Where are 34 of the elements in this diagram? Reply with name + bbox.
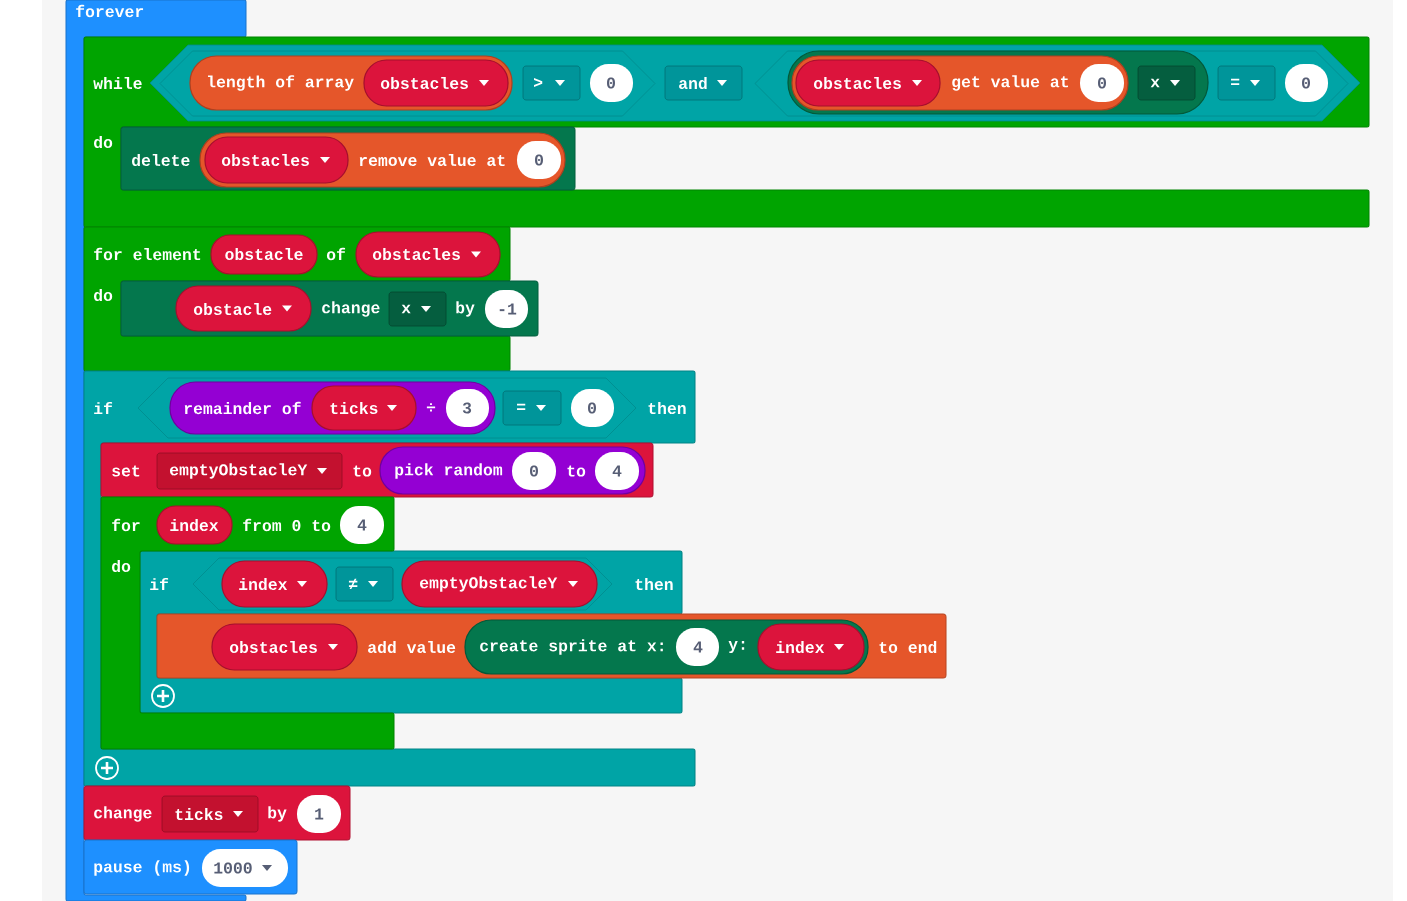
number-field: 0 [517, 141, 561, 179]
number-field: 4 [340, 506, 384, 544]
reporter-block: index [221, 560, 328, 608]
dropdown: = [502, 390, 562, 426]
dropdown: ≠ [335, 566, 394, 602]
number-field: 1 [297, 795, 341, 833]
number-field: 4 [676, 628, 719, 666]
dropdown: > [522, 65, 581, 101]
dropdown: x [388, 291, 447, 327]
number-field: 0 [512, 452, 556, 490]
number-field: 3 [446, 389, 489, 427]
reporter-block: obstacle [210, 234, 318, 275]
number-field: 0 [571, 389, 614, 427]
reporter-block: obstacles [363, 59, 509, 107]
number-field: 4 [595, 452, 639, 490]
dropdown: = [1217, 65, 1276, 101]
number-field: 1000 [202, 849, 288, 887]
reporter-block: obstacles [355, 231, 501, 278]
reporter-block: index [757, 623, 865, 671]
dropdown: emptyObstacleY [156, 452, 343, 490]
number-field: 0 [590, 64, 633, 102]
number-field: -1 [485, 290, 528, 328]
reporter-block: index [156, 505, 233, 545]
reporter-block: emptyObstacleY [401, 560, 598, 608]
reporter-block: obstacles [795, 59, 941, 107]
dropdown: and [664, 65, 743, 101]
number-field: 0 [1080, 64, 1124, 102]
dropdown: ticks [161, 795, 259, 833]
reporter-block: obstacles [211, 623, 358, 671]
reporter-block: ticks [311, 385, 417, 431]
reporter-block: obstacles [204, 136, 349, 184]
dropdown: x [1137, 65, 1196, 101]
number-field: 0 [1285, 64, 1328, 102]
reporter-block: obstacle [175, 285, 312, 332]
